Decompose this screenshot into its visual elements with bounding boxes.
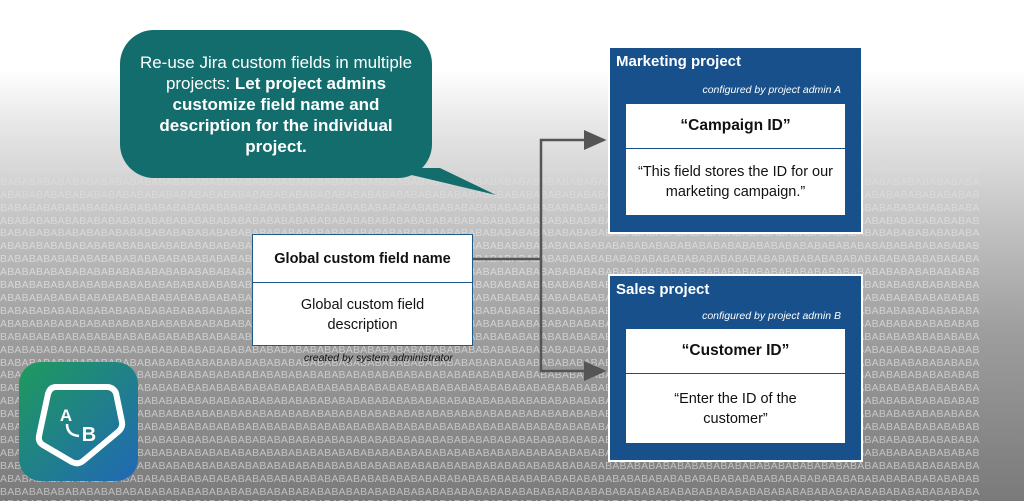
- logo-letter-a: A: [60, 406, 72, 425]
- project-title: Marketing project: [616, 53, 742, 70]
- background-pattern: BABABABABABABABABABABABABABABABABABABABA…: [0, 150, 980, 501]
- bubble-text: Re-use Jira custom fields in multiple pr…: [120, 52, 432, 157]
- global-field-description: Global custom field description: [300, 296, 425, 333]
- project-field-name: “Customer ID”: [626, 329, 845, 374]
- marketing-project-card: Marketing project configured by project …: [608, 46, 863, 234]
- logo-letter-b: B: [82, 424, 96, 446]
- info-speech-bubble: Re-use Jira custom fields in multiple pr…: [120, 30, 432, 178]
- project-field-card: “Customer ID” “Enter the ID of the custo…: [625, 328, 846, 444]
- project-configured-by: configured by project admin A: [702, 84, 841, 96]
- app-logo-icon: A B: [19, 362, 138, 481]
- project-field-description: “Enter the ID of the customer”: [674, 391, 797, 427]
- bubble-text-bold: Let project admins customize field name …: [159, 73, 393, 156]
- sales-project-card: Sales project configured by project admi…: [608, 274, 863, 462]
- global-custom-field-card: Global custom field name Global custom f…: [252, 234, 473, 346]
- project-field-card: “Campaign ID” “This field stores the ID …: [625, 103, 846, 216]
- project-field-description: “This field stores the ID for our market…: [638, 164, 834, 200]
- project-configured-by: configured by project admin B: [702, 310, 841, 322]
- global-field-name: Global custom field name: [253, 235, 472, 283]
- project-title: Sales project: [616, 281, 710, 298]
- global-field-creator: created by system administrator: [304, 352, 453, 364]
- bubble-text-plain: Re-use Jira custom fields in multiple pr…: [139, 52, 413, 93]
- project-field-name: “Campaign ID”: [626, 104, 845, 149]
